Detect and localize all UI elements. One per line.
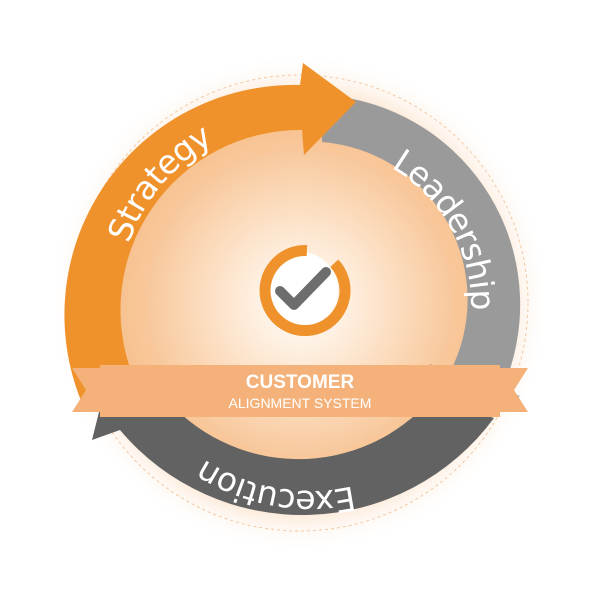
dashed-inner-guide	[149, 152, 451, 454]
emblem-ring	[259, 245, 351, 337]
execution-arrow	[92, 360, 494, 515]
checkmark-icon	[259, 245, 351, 337]
ribbon-subtitle: ALIGNMENT SYSTEM	[229, 395, 372, 411]
ribbon-band	[100, 365, 500, 417]
emblem-check	[275, 267, 331, 310]
ribbon-title: CUSTOMER	[246, 372, 355, 393]
strategy-arrow	[64, 63, 356, 410]
emblem-backdrop	[262, 252, 338, 328]
leadership-arrow	[322, 90, 521, 436]
center-ribbon: CUSTOMER ALIGNMENT SYSTEM	[72, 365, 528, 417]
center-emblem	[259, 245, 351, 337]
